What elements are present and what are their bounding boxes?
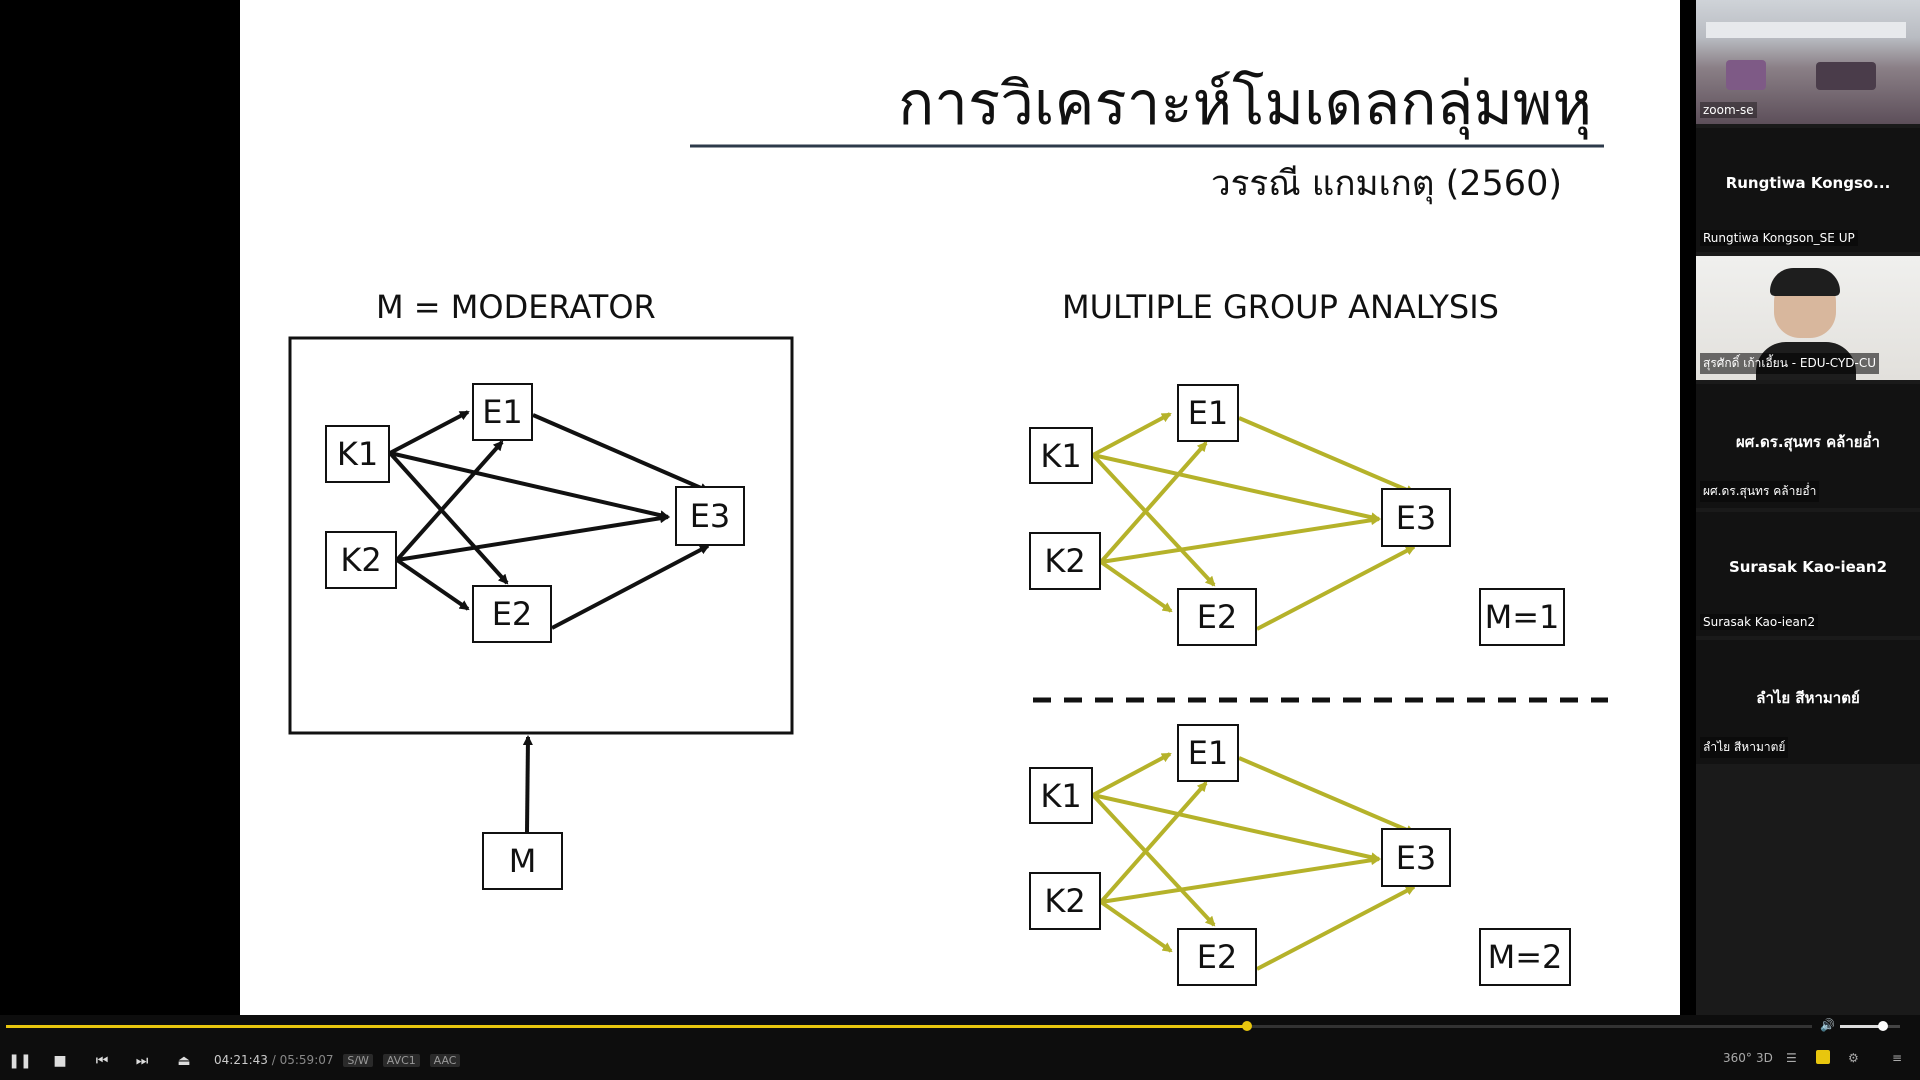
playback-time: 04:21:43 / 05:59:07 S/W AVC1 AAC bbox=[214, 1053, 461, 1067]
playlist-search-icon[interactable]: ☰ bbox=[1786, 1051, 1797, 1065]
group2-node-k2: K2 bbox=[1029, 872, 1101, 930]
participant-display-name: Surasak Kao-iean2 bbox=[1728, 558, 1888, 576]
volume-icon[interactable]: 🔊 bbox=[1820, 1018, 1835, 1032]
participant-name: ลำไย สีหามาตย์ bbox=[1700, 737, 1789, 758]
volume-slider[interactable] bbox=[1840, 1021, 1900, 1031]
participant-tile[interactable]: ผศ.ดร.สุนทร คล้ายอ่ำ ผศ.ดร.สุนทร คล้ายอ่… bbox=[1696, 384, 1920, 508]
group1-arrows bbox=[1091, 412, 1416, 631]
slide-title: การวิเคราะห์โมเดลกลุ่มพหุ bbox=[897, 69, 1592, 139]
video-codec-tag[interactable]: AVC1 bbox=[382, 1054, 420, 1067]
participant-tile[interactable]: Surasak Kao-iean2 Surasak Kao-iean2 bbox=[1696, 512, 1920, 636]
settings-gear-icon[interactable]: ⚙ bbox=[1848, 1051, 1859, 1065]
participant-name: สุรศักดิ์ เก้าเอี้ยน - EDU-CYD-CU bbox=[1700, 353, 1880, 374]
multiple-group-heading: MULTIPLE GROUP ANALYSIS bbox=[1062, 288, 1499, 326]
seek-bar-fill bbox=[6, 1025, 1247, 1028]
group1-node-k1: K1 bbox=[1029, 427, 1093, 484]
moderator-node-m: M bbox=[482, 832, 563, 890]
group1-node-k2: K2 bbox=[1029, 532, 1101, 590]
slide-graphics bbox=[288, 144, 1608, 971]
group2-node-e2: E2 bbox=[1177, 928, 1257, 986]
volume-handle[interactable] bbox=[1878, 1021, 1889, 1031]
participant-display-name: Rungtiwa Kongso... bbox=[1725, 174, 1891, 192]
next-icon[interactable]: ⏭ bbox=[135, 1053, 149, 1069]
stop-icon[interactable]: ■ bbox=[53, 1053, 67, 1069]
left-node-k1: K1 bbox=[325, 425, 390, 483]
group2-label: M=2 bbox=[1479, 928, 1571, 986]
participant-name: Surasak Kao-iean2 bbox=[1700, 614, 1819, 630]
media-player-controls: 🔊 ❚❚ ■ ⏮ ⏭ ⏏ 04:21:43 / 05:59:07 S/W AVC… bbox=[0, 1015, 1920, 1080]
person-hair-shape bbox=[1770, 268, 1840, 296]
moderator-heading: M = MODERATOR bbox=[376, 288, 656, 326]
group2-node-e1: E1 bbox=[1177, 724, 1239, 782]
group1-node-e1: E1 bbox=[1177, 384, 1239, 442]
left-node-k2: K2 bbox=[325, 531, 397, 589]
left-node-e2: E2 bbox=[472, 585, 552, 643]
group2-node-e3: E3 bbox=[1381, 828, 1451, 887]
room-table-shape bbox=[1816, 62, 1876, 90]
group1-label: M=1 bbox=[1479, 588, 1565, 646]
participant-name: Rungtiwa Kongson_SE UP bbox=[1700, 230, 1858, 246]
pause-icon[interactable]: ❚❚ bbox=[8, 1053, 32, 1069]
current-time: 04:21:43 bbox=[214, 1053, 268, 1067]
volume-fill bbox=[1840, 1025, 1884, 1028]
time-separator: / bbox=[271, 1053, 276, 1067]
seek-bar[interactable] bbox=[6, 1021, 1812, 1031]
participant-display-name: ลำไย สีหามาตย์ bbox=[1756, 689, 1860, 707]
previous-icon[interactable]: ⏮ bbox=[95, 1053, 109, 1069]
participant-tile[interactable]: ลำไย สีหามาตย์ ลำไย สีหามาตย์ bbox=[1696, 640, 1920, 764]
participant-name: zoom-se bbox=[1700, 102, 1757, 118]
left-node-e3: E3 bbox=[675, 486, 745, 546]
menu-icon[interactable]: ≡ bbox=[1892, 1051, 1903, 1065]
left-arrows bbox=[388, 410, 710, 833]
participant-tile-room[interactable]: zoom-se bbox=[1696, 0, 1920, 124]
3d-icon[interactable]: 3D bbox=[1756, 1051, 1773, 1065]
total-time: 05:59:07 bbox=[279, 1053, 334, 1067]
eject-icon[interactable]: ⏏ bbox=[177, 1053, 191, 1069]
participant-tile-video[interactable]: สุรศักดิ์ เก้าเอี้ยน - EDU-CYD-CU bbox=[1696, 256, 1920, 380]
seek-handle[interactable] bbox=[1241, 1021, 1252, 1031]
participant-tile[interactable]: Rungtiwa Kongso... Rungtiwa Kongson_SE U… bbox=[1696, 128, 1920, 252]
group2-arrows bbox=[1091, 752, 1416, 971]
group1-node-e2: E2 bbox=[1177, 588, 1257, 646]
room-person-shape bbox=[1726, 60, 1766, 90]
participant-display-name: ผศ.ดร.สุนทร คล้ายอ่ำ bbox=[1736, 433, 1880, 451]
renderer-tag[interactable]: S/W bbox=[343, 1054, 373, 1067]
room-ceiling-shape bbox=[1706, 22, 1906, 38]
participant-gallery: zoom-se Rungtiwa Kongso... Rungtiwa Kong… bbox=[1696, 0, 1920, 1015]
left-node-e1: E1 bbox=[472, 383, 533, 441]
group1-node-e3: E3 bbox=[1381, 488, 1451, 547]
moderator-frame bbox=[288, 336, 794, 735]
group2-node-k1: K1 bbox=[1029, 767, 1093, 824]
audio-codec-tag[interactable]: AAC bbox=[429, 1054, 461, 1067]
participant-name: ผศ.ดร.สุนทร คล้ายอ่ำ bbox=[1700, 481, 1820, 502]
subtitle-icon[interactable] bbox=[1816, 1050, 1830, 1064]
slide-author: วรรณี แกมเกตุ (2560) bbox=[1210, 164, 1562, 204]
vr-360-icon[interactable]: 360° bbox=[1723, 1051, 1752, 1065]
presentation-slide: การวิเคราะห์โมเดลกลุ่มพหุ bbox=[240, 0, 1680, 1015]
